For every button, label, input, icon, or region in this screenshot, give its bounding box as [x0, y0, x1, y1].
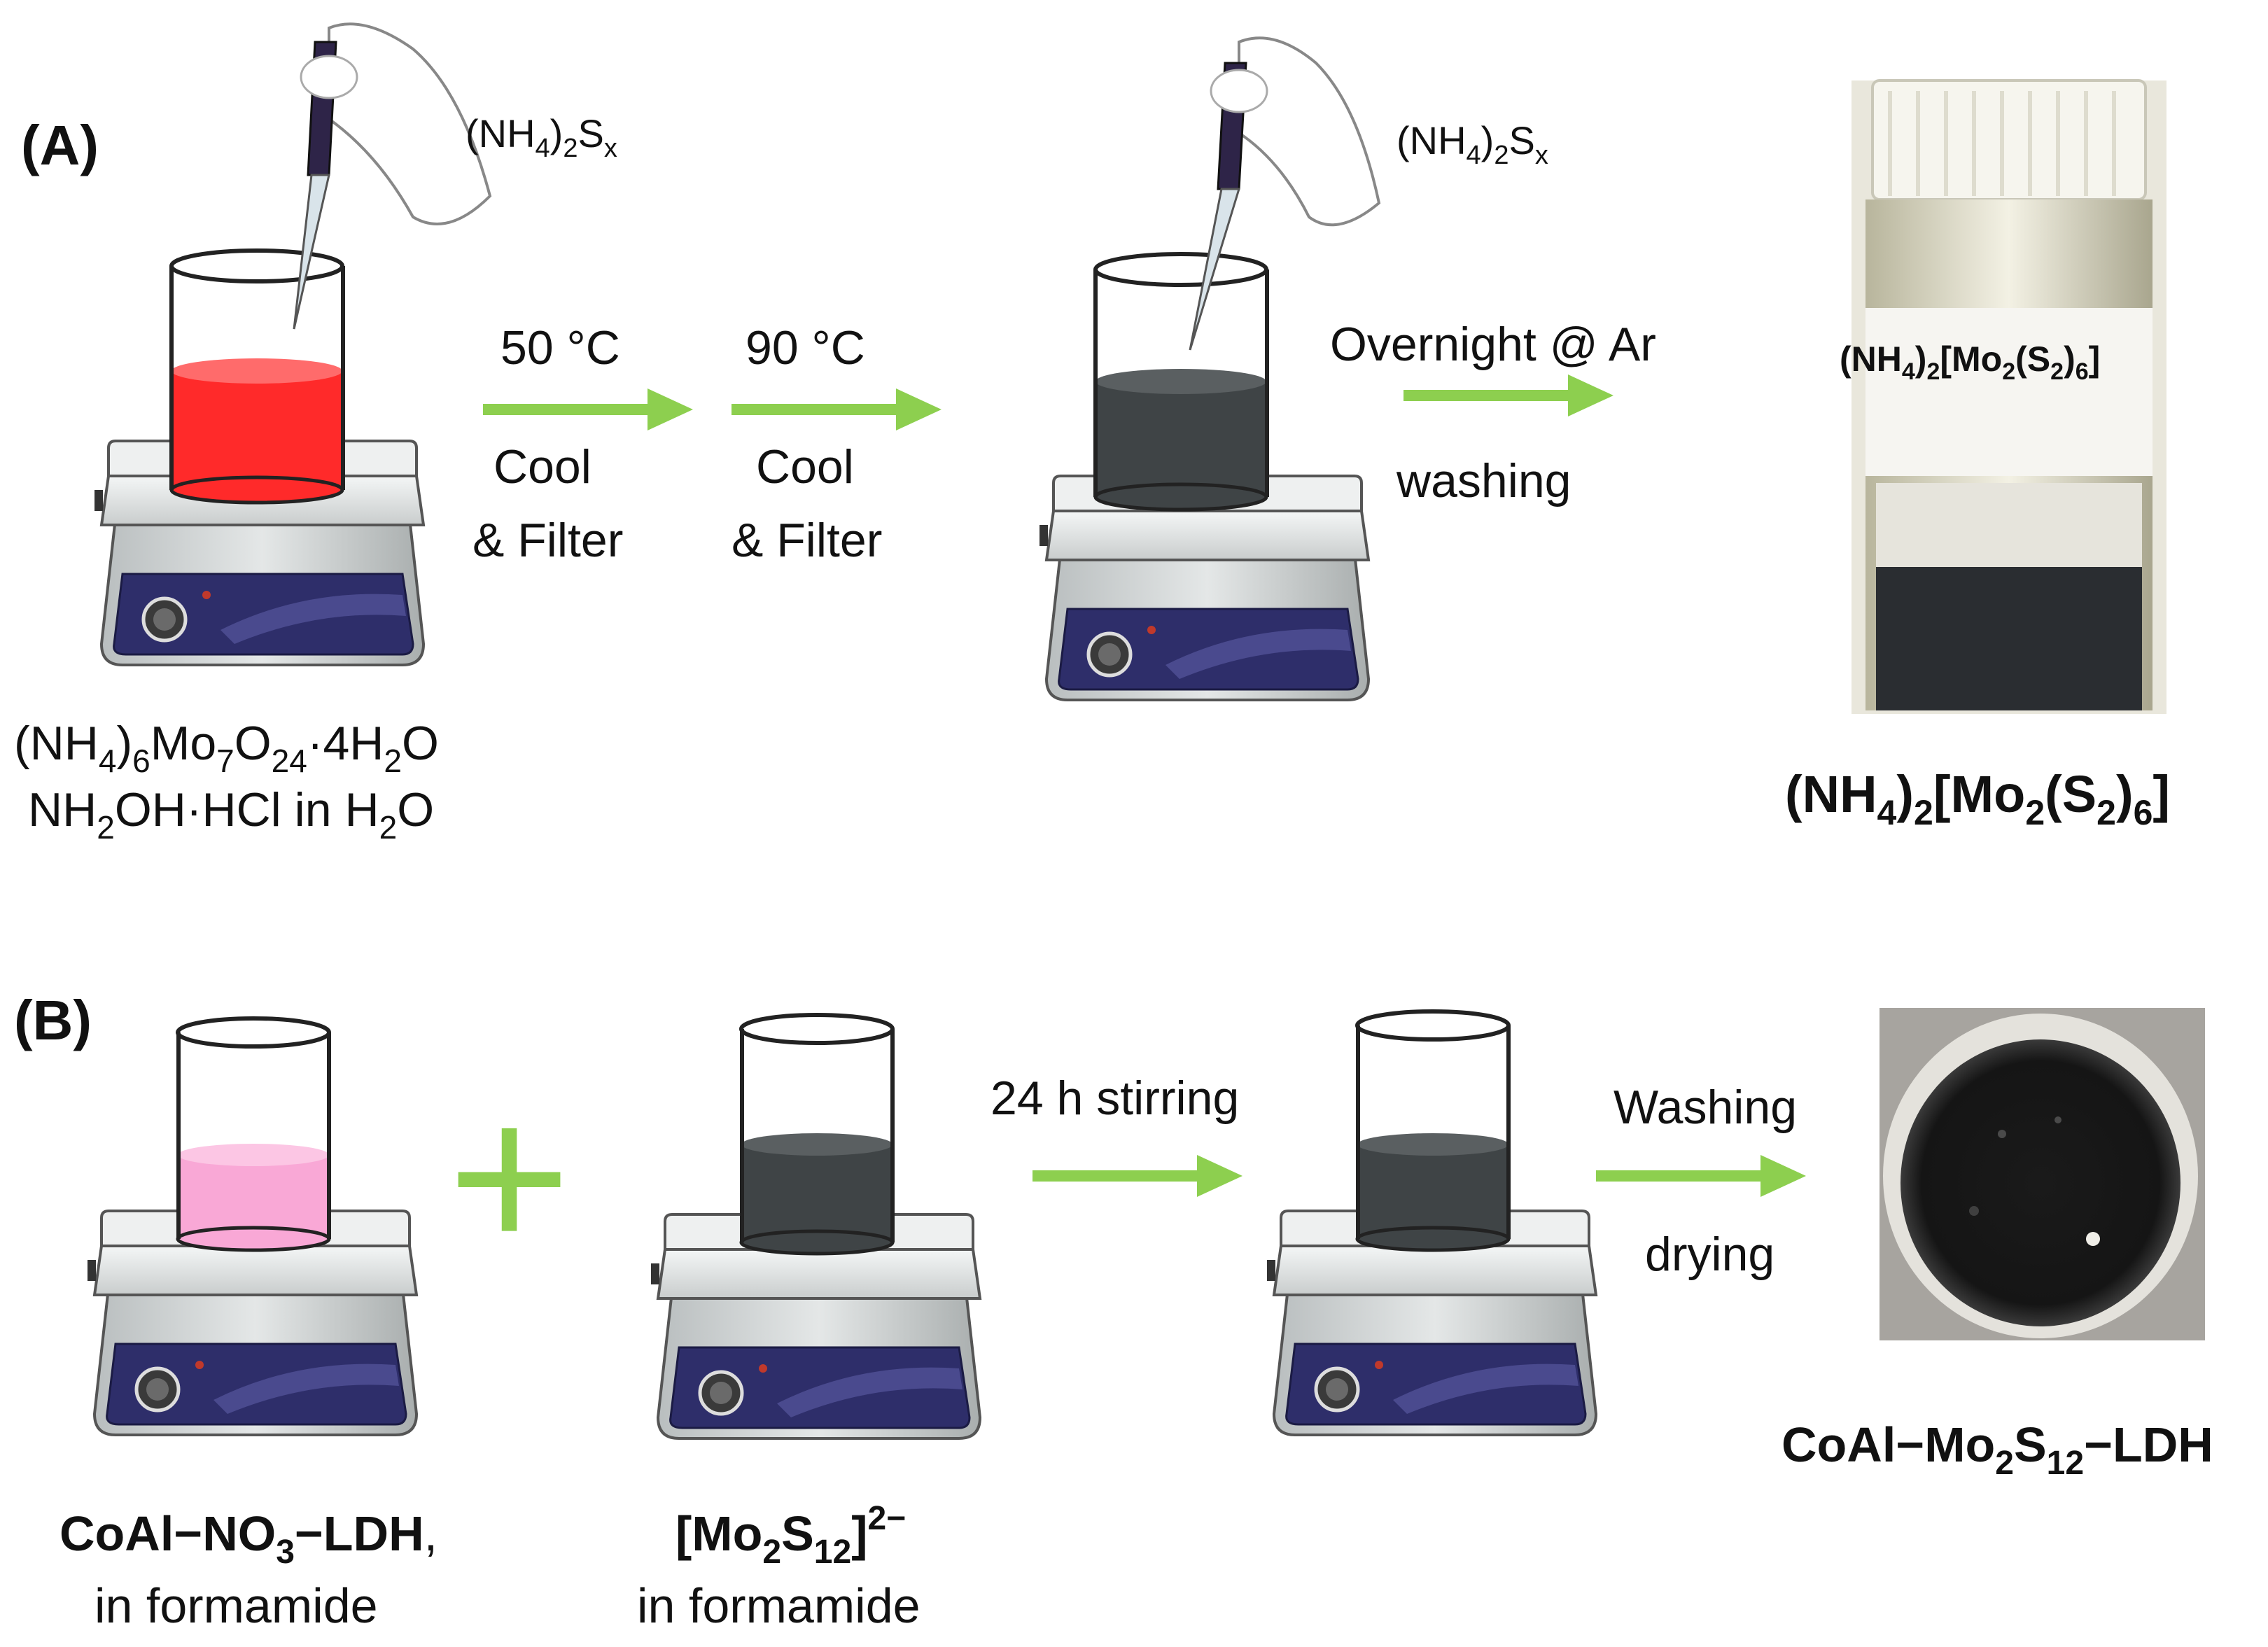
powder-photo — [1879, 1008, 2205, 1340]
step-3-bottom: washing — [1396, 454, 1572, 507]
product-b: CoAl−Mo2S12−LDH — [1782, 1417, 2213, 1482]
starting-material-1: (NH4)6Mo7O24·4H2O — [14, 717, 439, 779]
beaker-dark-a2 — [1093, 252, 1269, 512]
pipette-hand-a1-icon — [293, 22, 492, 330]
vial-photo — [1851, 79, 2166, 714]
starting-material-2: NH2OH·HCl in H2O — [28, 783, 434, 846]
beaker-dark-b2 — [739, 1013, 895, 1256]
reagent-a1: (NH4)2Sx — [465, 111, 617, 163]
pipette-hand-a2-icon — [1189, 36, 1381, 351]
step-1-temp: 50 °C — [500, 321, 620, 374]
vial-label: (NH4)2[Mo2(S2)6] — [1840, 339, 2100, 385]
step-2-filter: & Filter — [732, 514, 882, 567]
arrow-b-step-1 — [1032, 1155, 1242, 1197]
step-b2-top: Washing — [1614, 1081, 1797, 1134]
beaker-pink — [176, 1016, 331, 1252]
arrow-step-1 — [483, 388, 693, 430]
panel-b-label: (B) — [14, 989, 92, 1051]
step-2-temp: 90 °C — [746, 321, 865, 374]
step-2-cool: Cool — [756, 440, 854, 493]
beaker-dark-b3 — [1355, 1009, 1511, 1252]
panel-a-label: (A) — [21, 114, 99, 176]
arrow-step-3 — [1404, 374, 1614, 416]
beaker-red — [169, 248, 345, 505]
step-1-cool: Cool — [493, 440, 592, 493]
step-3-top: Overnight @ Ar — [1330, 318, 1656, 371]
reagent-b-mid-solvent: in formamide — [637, 1578, 920, 1633]
step-b2-bottom: drying — [1645, 1228, 1774, 1281]
reagent-a2: (NH4)2Sx — [1396, 118, 1548, 170]
reagent-b-mid: [Mo2S12]2− — [676, 1500, 906, 1571]
reagent-b-left: CoAl−NO3−LDH, — [59, 1506, 438, 1571]
arrow-b-step-2 — [1596, 1155, 1806, 1197]
product-a: (NH4)2[Mo2(S2)6] — [1785, 765, 2170, 832]
reagent-b-left-solvent: in formamide — [94, 1578, 378, 1633]
step-b1-label: 24 h stirring — [990, 1072, 1239, 1125]
plus-sign: + — [448, 1059, 570, 1294]
step-1-filter: & Filter — [472, 514, 623, 567]
arrow-step-2 — [732, 388, 941, 430]
